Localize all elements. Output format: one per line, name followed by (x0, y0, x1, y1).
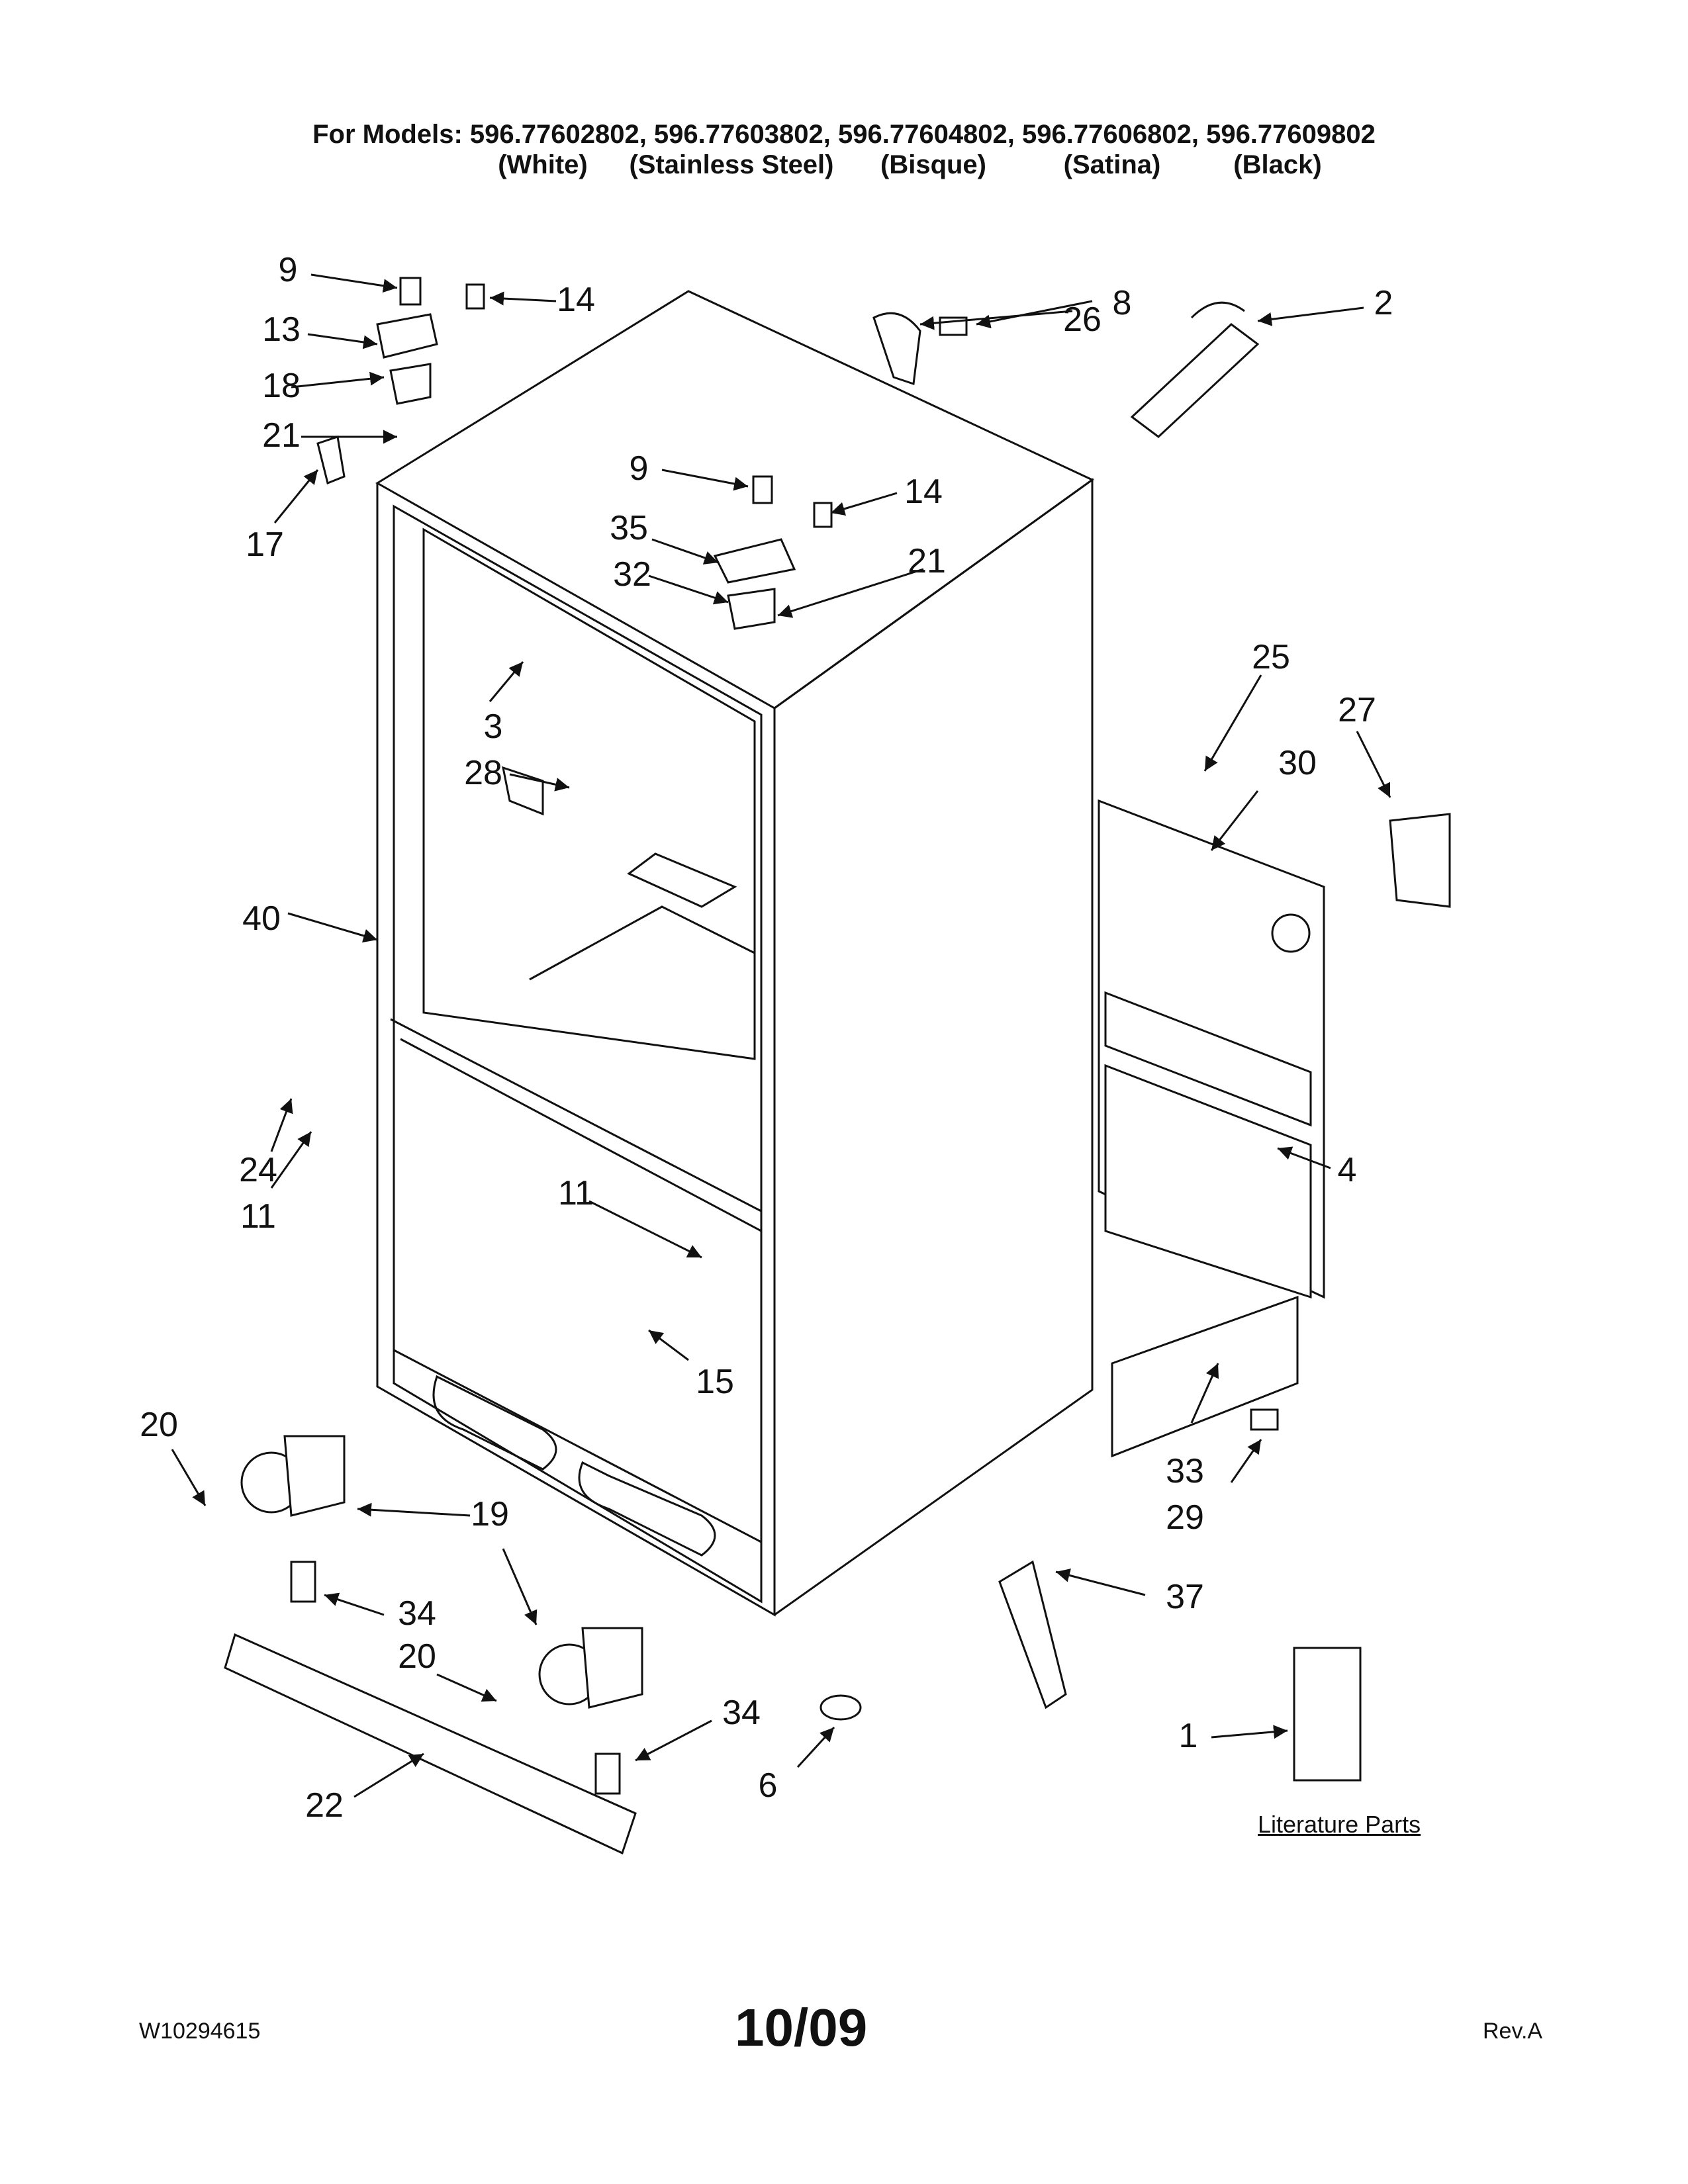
callout-21b: 21 (908, 542, 946, 580)
callout-20a: 20 (140, 1406, 178, 1444)
bottom-rollers-and-grille (224, 1408, 1362, 1855)
callout-14a: 14 (557, 281, 595, 319)
back-panel-assembly (1098, 799, 1451, 1458)
variants-line: (White) (Stainless Steel) (Bisque) (Satina)… (0, 150, 1688, 180)
literature-parts-label: Literature Parts (1258, 1811, 1421, 1838)
refrigerator-cabinet (375, 290, 1094, 1617)
callout-30: 30 (1278, 744, 1317, 782)
callout-29: 29 (1166, 1498, 1204, 1537)
callout-28: 28 (464, 754, 502, 792)
callout-11a: 11 (240, 1197, 276, 1236)
callout-34b: 34 (722, 1694, 761, 1732)
callout-32: 32 (613, 555, 651, 594)
callout-26: 26 (1063, 300, 1102, 339)
callout-9b: 9 (630, 449, 649, 488)
callout-1: 1 (1179, 1717, 1198, 1755)
callout-9a: 9 (279, 251, 298, 289)
page-header: For Models: 596.77602802, 596.77603802, … (0, 119, 1688, 180)
variant-white: (White) (498, 150, 588, 179)
callout-3: 3 (484, 707, 503, 746)
callout-34a: 34 (398, 1594, 436, 1633)
top-hinge-assembly-left (316, 277, 485, 485)
callout-35: 35 (610, 509, 648, 547)
revision-label: Rev.A (1483, 2019, 1543, 2044)
callout-21a: 21 (262, 416, 301, 455)
callout-11b: 11 (558, 1174, 594, 1212)
callout-33: 33 (1166, 1452, 1204, 1490)
document-number: W10294615 (139, 2019, 261, 2044)
callout-6: 6 (759, 1766, 778, 1805)
callout-4: 4 (1338, 1151, 1357, 1189)
callout-27: 27 (1338, 691, 1376, 729)
callout-25: 25 (1252, 638, 1290, 676)
callout-15: 15 (696, 1363, 734, 1401)
callout-18: 18 (262, 367, 301, 405)
callout-numbers: 9 14 13 18 21 17 9 14 35 32 21 3 28 40 2… (140, 251, 1393, 1825)
leader-lines (171, 273, 1391, 1798)
variant-satina: (Satina) (1063, 150, 1161, 179)
callout-13: 13 (262, 310, 301, 349)
callout-14b: 14 (904, 473, 943, 511)
top-right-parts (872, 301, 1260, 438)
callout-24: 24 (239, 1151, 277, 1189)
callout-17: 17 (246, 525, 284, 564)
variant-stainless: (Stainless Steel) (629, 150, 834, 179)
callout-2: 2 (1374, 284, 1393, 322)
callout-20b: 20 (398, 1637, 436, 1676)
callout-40: 40 (242, 899, 281, 938)
callout-22: 22 (305, 1786, 344, 1825)
callout-19: 19 (471, 1495, 509, 1533)
document-date: 10/09 (735, 1998, 868, 2057)
callout-8: 8 (1113, 284, 1132, 322)
variant-bisque: (Bisque) (880, 150, 986, 179)
variant-black: (Black) (1233, 150, 1322, 179)
callout-37: 37 (1166, 1578, 1204, 1616)
models-line: For Models: 596.77602802, 596.77603802, … (312, 120, 1376, 149)
top-hinge-assembly-center (713, 475, 833, 630)
